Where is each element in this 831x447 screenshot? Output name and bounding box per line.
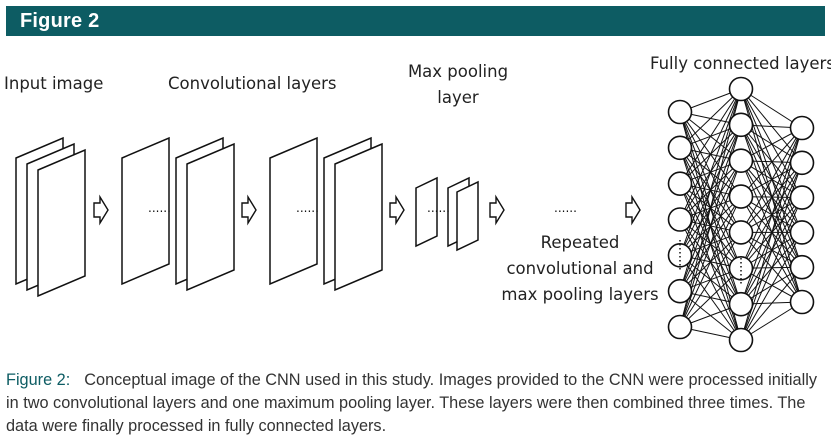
- fc-node-layer-3: [789, 115, 815, 141]
- label-input-image: Input image: [4, 74, 104, 93]
- fc-node-layer-1: [667, 243, 693, 268]
- right-arrow-icon: [389, 194, 405, 226]
- fc-connection: [740, 127, 803, 233]
- label-repeated-line1: Repeated: [540, 233, 620, 252]
- fc-connection: [740, 196, 803, 268]
- conv-layer-sheet: [334, 142, 383, 292]
- label-max-pooling-line1: Max pooling: [407, 62, 509, 81]
- right-arrow-icon: [93, 194, 109, 226]
- fc-connection: [740, 127, 803, 197]
- fc-node-layer-3: [789, 254, 815, 280]
- pooling-layer-sheet: [415, 176, 438, 248]
- conv-layer-sheet: [121, 136, 170, 286]
- fc-node-layer-2: [728, 184, 754, 209]
- conv-layer-sheet: [269, 136, 318, 286]
- conv-ellipsis: ......: [148, 201, 171, 215]
- fc-node-layer-2: [728, 291, 754, 317]
- label-fully-connected: Fully connected layers: [650, 54, 831, 73]
- fc-connection: [740, 197, 803, 341]
- fc-connection: [740, 232, 803, 341]
- input-image-sheet: [37, 148, 86, 298]
- right-arrow-icon: [489, 194, 505, 226]
- fc-connection: [679, 88, 742, 256]
- fc-connection: [740, 266, 803, 341]
- fc-node-layer-3: [789, 289, 815, 315]
- fc-node-layer-3: [789, 150, 815, 176]
- fc-connection: [679, 196, 742, 328]
- fc-node-layer-1: [667, 314, 693, 340]
- caption-label: Figure 2:: [6, 371, 71, 389]
- right-arrow-icon: [625, 194, 641, 226]
- diagram-graphics: ...... ...... ...... ......: [15, 76, 815, 353]
- fc-connection: [679, 88, 742, 220]
- fc-node-layer-2: [728, 255, 754, 281]
- label-max-pooling-line2: layer: [437, 88, 479, 107]
- fc-connection: [740, 127, 803, 269]
- label-repeated-line3: max pooling layers: [501, 285, 659, 304]
- label-repeated-line2: convolutional and: [506, 259, 654, 278]
- fc-node-layer-3: [789, 220, 815, 245]
- pooling-ellipsis: ......: [427, 201, 450, 215]
- fc-node-layer-2: [728, 148, 754, 174]
- fc-node-layer-2: [728, 327, 754, 353]
- fc-connection: [679, 88, 742, 149]
- repeat-ellipsis: ......: [554, 201, 577, 215]
- conv-ellipsis: ......: [296, 201, 319, 215]
- pooling-layer-sheet: [456, 180, 479, 252]
- fc-node-layer-2: [728, 112, 754, 138]
- fc-node-layer-3: [789, 185, 815, 210]
- caption-text: Conceptual image of the CNN used in this…: [6, 371, 817, 435]
- right-arrow-icon: [241, 194, 257, 226]
- fc-node-layer-2: [728, 76, 754, 102]
- fc-connection: [679, 232, 742, 328]
- fc-nodes: [667, 76, 815, 353]
- figure-title: Figure 2: [20, 10, 100, 32]
- fc-node-layer-2: [728, 220, 754, 245]
- label-convolutional-layers: Convolutional layers: [168, 74, 337, 93]
- figure-header-bar: Figure 2: [6, 6, 825, 36]
- fc-node-layer-1: [667, 207, 693, 232]
- fc-connection: [679, 267, 742, 328]
- fc-node-layer-1: [667, 99, 693, 125]
- fc-node-layer-1: [667, 278, 693, 304]
- fc-connection: [679, 88, 742, 184]
- fc-connection: [679, 160, 742, 328]
- fc-node-layer-1: [667, 135, 693, 161]
- cnn-diagram: Input image Convolutional layers Max poo…: [0, 40, 831, 360]
- figure-caption: Figure 2:Conceptual image of the CNN use…: [6, 369, 825, 438]
- conv-layer-sheet: [186, 142, 235, 292]
- fc-node-layer-1: [667, 171, 693, 196]
